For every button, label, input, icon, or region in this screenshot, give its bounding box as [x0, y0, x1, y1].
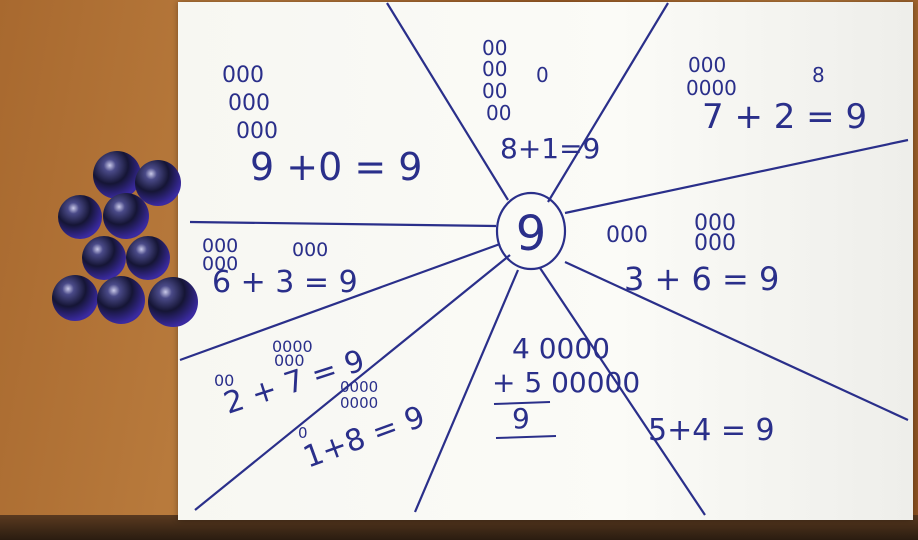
dots-top-mid-1: 00: [482, 36, 507, 60]
marble: [52, 275, 98, 321]
equation-top-mid: 8+1=9: [500, 132, 600, 165]
dots-mid-right-3: 000: [694, 231, 736, 256]
marble: [82, 236, 126, 280]
low-mid-line1: 4 0000: [512, 332, 610, 365]
dots-mid-right-1: 000: [606, 223, 648, 248]
dots-low-left1-a: 0000: [272, 337, 313, 356]
equation-low-right: 5+4 = 9: [648, 413, 775, 448]
equation-top-left: 9 +0 = 9: [250, 145, 422, 189]
dots-low-left1-b: 000: [274, 351, 305, 370]
dots-low-left2-c: 0: [298, 424, 308, 442]
dots-top-mid-4: 00: [486, 101, 511, 125]
dots-low-left2-a: 0000: [340, 378, 378, 396]
divider-lines: [179, 2, 909, 516]
low-mid-line2: + 5 00000: [492, 366, 640, 399]
dots-mid-left-2: 000: [202, 253, 238, 275]
marble: [97, 276, 145, 324]
paper-sheet: [178, 2, 913, 520]
marble: [126, 236, 170, 280]
dots-top-mid-single: 0: [536, 63, 549, 87]
dots-top-mid-2: 00: [482, 57, 507, 81]
center-circle: [495, 191, 567, 271]
equation-mid-left: 6 + 3 = 9: [212, 265, 358, 300]
low-mid-underline-1: [493, 401, 551, 405]
marble: [135, 160, 181, 206]
marble: [103, 193, 149, 239]
dots-top-left-1: 000: [222, 63, 264, 88]
low-mid-underline-2: [495, 435, 557, 439]
dots-mid-left-1: 000: [202, 235, 238, 257]
center-number: 9: [516, 206, 547, 262]
dots-top-left-3: 000: [236, 119, 278, 144]
dots-mid-left-3: 000: [292, 239, 328, 261]
marble: [148, 277, 198, 327]
dots-low-left1-c: 00: [214, 371, 234, 390]
dots-top-right-3: 8: [812, 63, 825, 87]
dots-low-left2-b: 0000: [340, 394, 378, 412]
dots-top-mid-3: 00: [482, 79, 507, 103]
dots-top-left-2: 000: [228, 91, 270, 116]
dots-mid-right-2: 000: [694, 211, 736, 236]
equation-top-right: 7 + 2 = 9: [702, 97, 867, 137]
equation-mid-right: 3 + 6 = 9: [624, 260, 779, 298]
dots-top-right-2: 0000: [686, 76, 737, 100]
marble: [93, 151, 141, 199]
glass-marbles: [52, 151, 198, 327]
low-mid-line3: 9: [512, 402, 530, 435]
marble: [58, 195, 102, 239]
dots-top-right-1: 000: [688, 53, 726, 77]
